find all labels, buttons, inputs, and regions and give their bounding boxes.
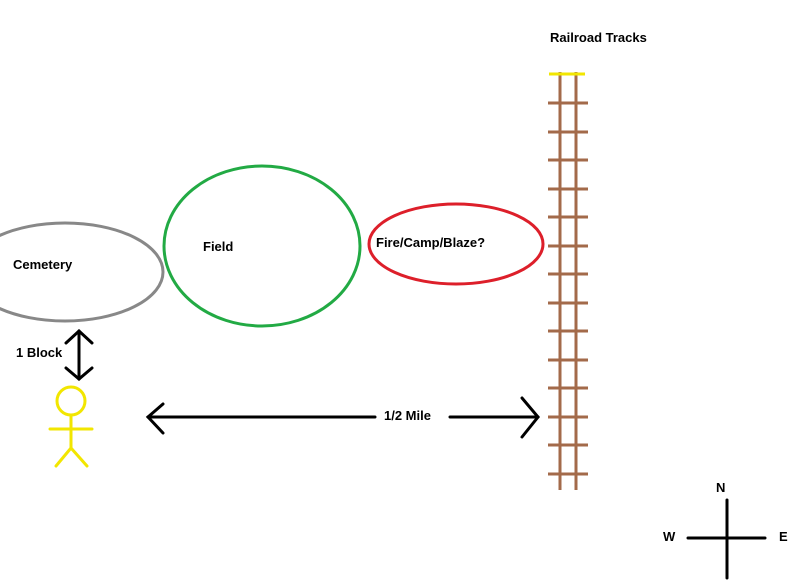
field-shape bbox=[162, 164, 362, 328]
cemetery-label: Cemetery bbox=[13, 257, 73, 272]
field-label: Field bbox=[203, 239, 233, 254]
compass-east: E bbox=[779, 529, 788, 544]
block-label: 1 Block bbox=[16, 345, 63, 360]
person-icon bbox=[48, 385, 94, 468]
compass-north: N bbox=[716, 480, 725, 495]
railroad-label: Railroad Tracks bbox=[550, 30, 647, 45]
compass-rose-icon bbox=[686, 498, 767, 580]
block-arrow bbox=[64, 328, 94, 381]
distance-label: 1/2 Mile bbox=[384, 408, 431, 423]
compass-west: W bbox=[663, 529, 676, 544]
fire-label: Fire/Camp/Blaze? bbox=[376, 235, 485, 250]
cemetery-shape bbox=[0, 221, 165, 323]
fire-shape bbox=[367, 202, 545, 286]
railroad-tracks bbox=[548, 72, 588, 490]
distance-arrow bbox=[145, 396, 540, 439]
